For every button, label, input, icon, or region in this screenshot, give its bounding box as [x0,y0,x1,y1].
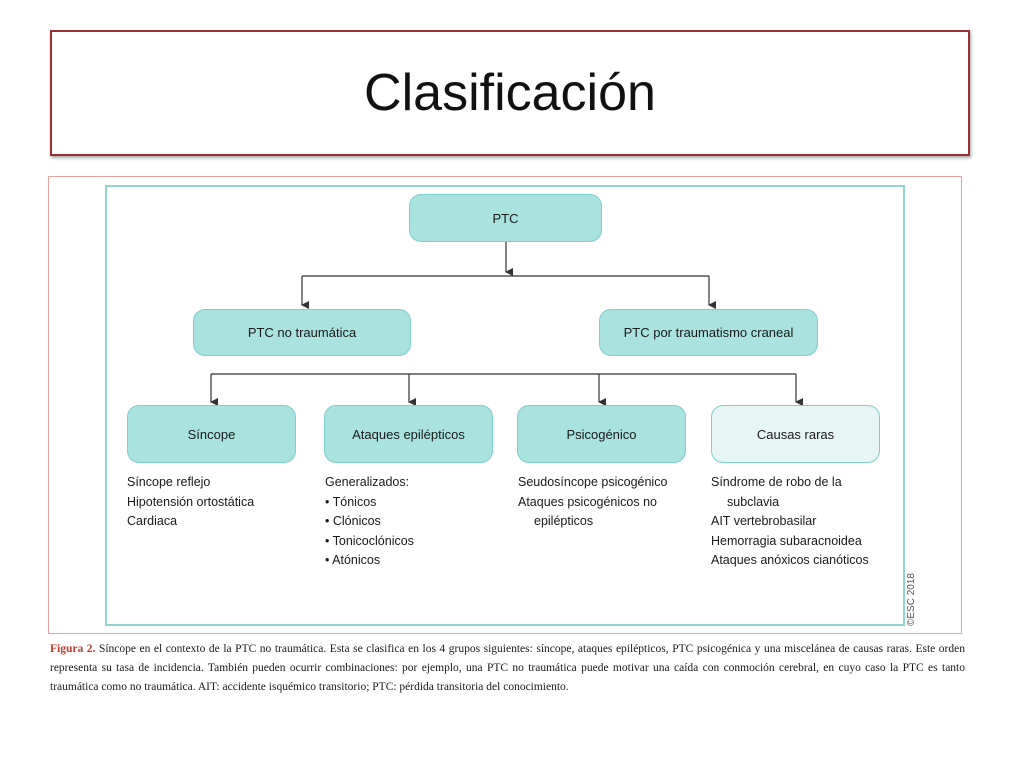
list-item: Tonicoclónicos [325,532,414,552]
list-psicogenico: Seudosíncope psicogénico Ataques psicogé… [518,473,667,532]
list-item: Seudosíncope psicogénico [518,475,668,489]
list-ataques-epilepticos: Generalizados: Tónicos Clónicos Tonicocl… [325,473,414,571]
list-item: subclavia [727,494,780,509]
node-ataques-epilepticos: Ataques epilépticos [324,405,493,463]
title-box: Clasificación [50,30,970,156]
diagram-frame [105,185,905,626]
node-sincope: Síncope [127,405,296,463]
node-ptc-traumatismo-craneal: PTC por traumatismo craneal [599,309,818,356]
slide-title: Clasificación [364,64,656,122]
list-item: epilépticos [534,514,594,528]
list-item: Atónicos [325,551,414,571]
list-item: Cardiaca [127,514,178,528]
caption-label: Figura 2. [50,643,96,655]
list-item: Tónicos [325,493,414,513]
list-item: Síndrome de robo de la [711,475,842,489]
caption-text: Síncope en el contexto de la PTC no trau… [50,643,965,693]
list-item: AIT vertebrobasilar [711,514,817,528]
list-item: Generalizados: [325,475,410,489]
list-item: Síncope reflejo [127,475,211,489]
list-item: Ataques psicogénicos no [518,494,657,509]
list-item: Hemorragia subaracnoidea [711,533,862,548]
node-ptc: PTC [409,194,602,242]
list-item: Hipotensión ortostática [127,494,255,509]
list-item: Ataques anóxicos cianóticos [711,553,869,567]
node-causas-raras: Causas raras [711,405,880,463]
list-causas-raras: Síndrome de robo de la subclavia AIT ver… [711,473,869,571]
copyright-text: ©ESC 2018 [906,573,917,626]
node-ptc-no-traumatica: PTC no traumática [193,309,411,356]
figure-caption: Figura 2. Síncope en el contexto de la P… [50,640,965,697]
figure-frame [48,176,962,634]
node-psicogenico: Psicogénico [517,405,686,463]
copyright-label: ©ESC 2018 [906,568,922,628]
list-sincope: Síncope reflejo Hipotensión ortostática … [127,473,254,532]
list-item: Clónicos [325,512,414,532]
